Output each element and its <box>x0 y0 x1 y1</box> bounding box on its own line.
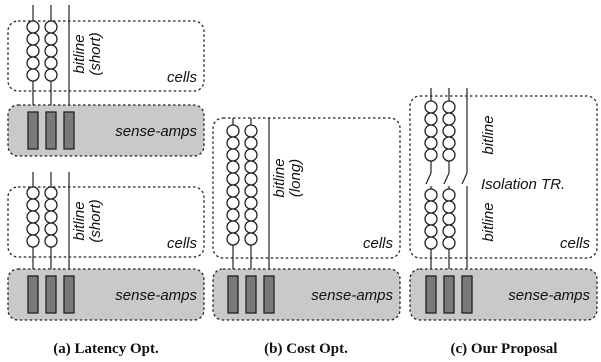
cell-column <box>26 20 40 82</box>
cell-column <box>226 124 240 246</box>
bitline-short-label: (short) <box>87 32 104 75</box>
sense-amp <box>63 275 75 314</box>
sense-amp <box>263 275 275 314</box>
cell-column <box>26 186 40 248</box>
cells-label: cells <box>167 69 198 86</box>
cell-column <box>424 100 438 162</box>
bitline-label: bitline <box>480 115 497 154</box>
panel-our-proposal: bitline Isolation TR. bitline cells sens… <box>409 88 598 357</box>
cell-column <box>244 124 258 246</box>
cell-column <box>442 100 456 162</box>
cells-label: cells <box>363 235 394 252</box>
cell-column <box>424 188 438 250</box>
sense-amp <box>461 275 473 314</box>
cell-array-box <box>7 20 205 92</box>
bitline-label: bitline <box>480 202 497 241</box>
bitline-label: bitline <box>271 158 288 197</box>
sense-amps-label: sense-amps <box>311 287 393 304</box>
panel-latency-opt: bitline (short) cells sense-amps bitline… <box>7 5 205 357</box>
isolation-transistor-switches <box>425 172 468 185</box>
sense-amp <box>425 275 437 314</box>
bitline-label: bitline <box>71 201 88 240</box>
sense-amp <box>45 275 57 314</box>
cells-label: cells <box>560 235 591 252</box>
sense-amp <box>27 275 39 314</box>
cell-array-box <box>212 117 401 259</box>
sense-amps-label: sense-amps <box>115 287 197 304</box>
caption-our-proposal: (c) Our Proposal <box>451 341 558 357</box>
cells-label: cells <box>167 235 198 252</box>
sense-amps-label: sense-amps <box>508 287 590 304</box>
sense-amp <box>443 275 455 314</box>
sense-amps-label: sense-amps <box>115 123 197 140</box>
cell-column <box>442 188 456 250</box>
sense-amp <box>45 111 57 150</box>
sense-amp <box>27 111 39 150</box>
cell-column <box>44 186 58 248</box>
sense-amp <box>63 111 75 150</box>
sense-amp <box>227 275 239 314</box>
sense-amp-region <box>7 268 205 321</box>
bitline-label: bitline <box>71 34 88 73</box>
sense-amp-region <box>7 104 205 157</box>
bitline-short-label: (short) <box>87 199 104 242</box>
cell-array-box <box>7 186 205 258</box>
caption-cost-opt: (b) Cost Opt. <box>264 341 348 357</box>
caption-latency-opt: (a) Latency Opt. <box>53 341 159 357</box>
sense-amp-region <box>409 268 598 321</box>
panel-cost-opt: bitline (long) cells sense-amps (b) Cost… <box>212 117 401 357</box>
sense-amp-region <box>212 268 401 321</box>
bitline-long-label: (long) <box>287 159 304 197</box>
sense-amp <box>245 275 257 314</box>
isolation-transistor-label: Isolation TR. <box>481 176 565 193</box>
cell-column <box>44 20 58 82</box>
